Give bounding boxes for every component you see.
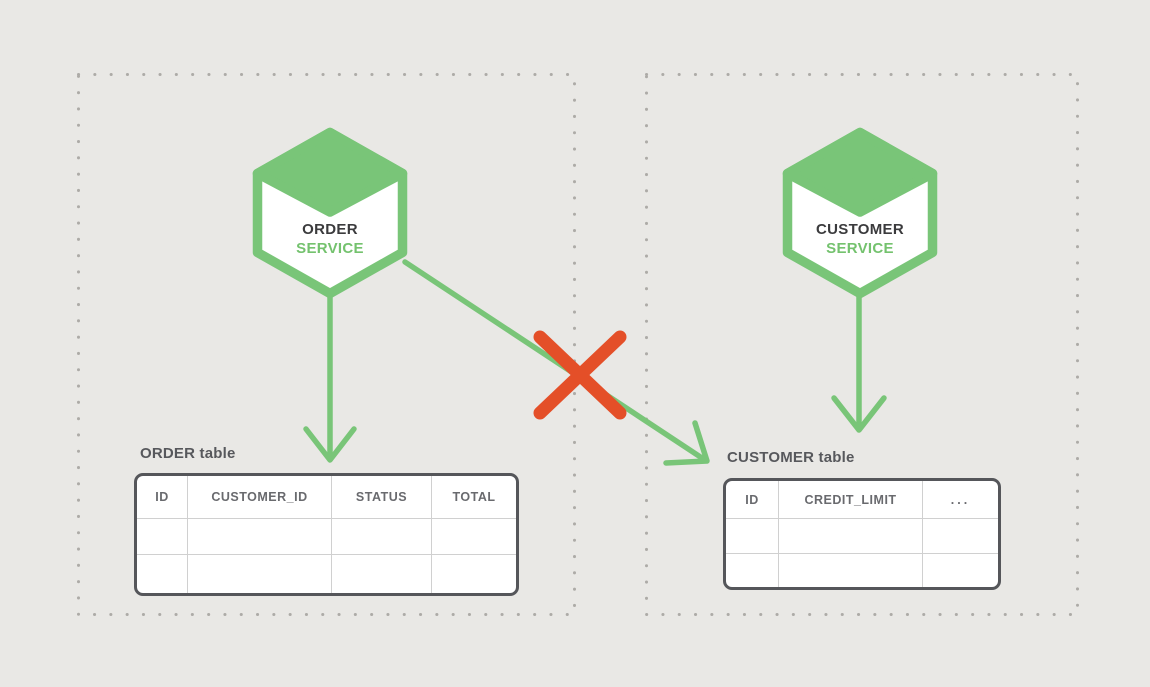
customer-table-title: CUSTOMER table xyxy=(727,449,855,466)
column-header: CREDIT_LIMIT xyxy=(779,481,923,519)
empty-cell xyxy=(779,554,923,587)
order-service-hexagon-icon xyxy=(252,127,408,299)
empty-cell xyxy=(726,554,779,587)
column-header: TOTAL xyxy=(432,476,516,519)
empty-cell xyxy=(137,519,188,555)
empty-cell xyxy=(332,519,432,555)
empty-cell xyxy=(137,555,188,593)
column-header: STATUS xyxy=(332,476,432,519)
empty-cell xyxy=(432,555,516,593)
empty-cell xyxy=(726,519,779,554)
empty-cell xyxy=(923,519,998,554)
empty-cell xyxy=(332,555,432,593)
empty-cell xyxy=(188,555,332,593)
column-header-ellipsis: ... xyxy=(923,481,998,519)
customer-to-customer-table-arrow xyxy=(831,293,887,433)
order-table: ID CUSTOMER_ID STATUS TOTAL xyxy=(134,473,519,596)
order-service-boundary-box xyxy=(77,73,576,616)
order-to-customer-table-arrow xyxy=(402,259,710,466)
empty-cell xyxy=(188,519,332,555)
customer-service-boundary-box xyxy=(645,73,1079,616)
column-header: ID xyxy=(137,476,188,519)
forbidden-x-icon xyxy=(533,330,627,420)
order-to-order-table-arrow xyxy=(303,293,357,463)
empty-cell xyxy=(923,554,998,587)
order-table-title: ORDER table xyxy=(140,445,236,462)
column-header: ID xyxy=(726,481,779,519)
customer-service-hexagon-icon xyxy=(782,127,938,299)
column-header: CUSTOMER_ID xyxy=(188,476,332,519)
empty-cell xyxy=(779,519,923,554)
empty-cell xyxy=(432,519,516,555)
customer-table: ID CREDIT_LIMIT ... xyxy=(723,478,1001,590)
